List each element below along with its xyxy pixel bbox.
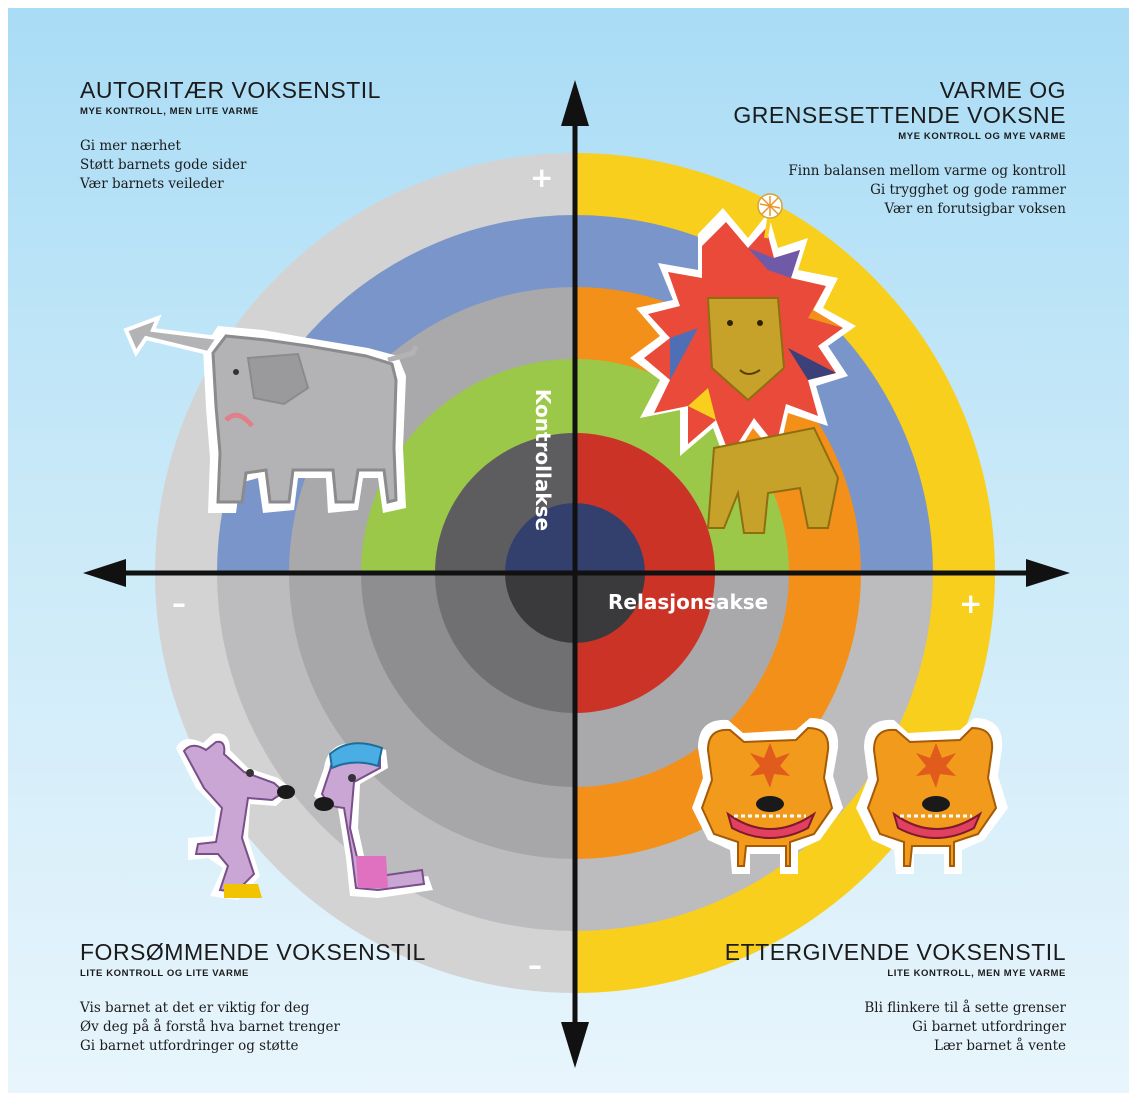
tip-item: Vær en forutsigbar voksen <box>884 201 1067 217</box>
parenting-style-diagram <box>83 80 1070 1068</box>
tip-item: Gi mer nærhet <box>80 138 181 154</box>
minus-sign-bottom: – <box>528 949 542 982</box>
quadrant-title-line2: GRENSESETTENDE VOKSNE <box>733 102 1066 128</box>
tip-item: Vær barnets veileder <box>80 176 224 192</box>
quadrant-title: ETTERGIVENDE VOKSENSTIL <box>724 939 1066 965</box>
quadrant-neglectful: FORSØMMENDE VOKSENSTIL LITE KONTROLL OG … <box>80 940 426 1056</box>
elephant-illustration <box>123 314 419 513</box>
plus-sign-right: + <box>959 587 983 620</box>
vertical-axis-label: Kontrollakse <box>531 388 555 532</box>
tip-item: Lær barnet å vente <box>933 1038 1066 1054</box>
tip-item: Gi trygghet og gode rammer <box>870 182 1066 198</box>
vertical-axis-arrow-up <box>561 80 589 126</box>
quadrant-subtitle: MYE KONTROLL, MEN LITE VARME <box>80 106 259 117</box>
lion-illustration <box>630 193 856 534</box>
minus-sign-left: – <box>172 587 186 620</box>
quadrant-title: AUTORITÆR VOKSENSTIL <box>80 77 381 103</box>
plus-sign-top: + <box>530 161 554 194</box>
quadrant-subtitle: LITE KONTROLL OG LITE VARME <box>80 968 249 979</box>
quadrant-warm-boundary: VARME OG GRENSESETTENDE VOKSNE MYE KONTR… <box>666 78 1066 219</box>
quadrant-subtitle: LITE KONTROLL, MEN MYE VARME <box>887 968 1066 979</box>
tips-list: Gi mer nærhet Støtt barnets gode sider V… <box>80 137 381 194</box>
bears-illustration <box>692 718 1008 874</box>
tips-list: Bli flinkere til å sette grenser Gi barn… <box>646 999 1066 1056</box>
quadrant-title: FORSØMMENDE VOKSENSTIL <box>80 939 426 965</box>
tips-list: Vis barnet at det er viktig for deg Øv d… <box>80 999 426 1056</box>
ring-top-right-5 <box>575 503 645 573</box>
quadrant-permissive: ETTERGIVENDE VOKSENSTIL LITE KONTROLL, M… <box>646 940 1066 1056</box>
tip-item: Øv deg på å forstå hva barnet trenger <box>80 1019 340 1035</box>
ring-bottom-right-5 <box>575 573 645 643</box>
quadrant-subtitle: MYE KONTROLL OG MYE VARME <box>898 131 1066 142</box>
vertical-axis-arrow-down <box>561 1022 589 1068</box>
tips-list: Finn balansen mellom varme og kontroll G… <box>666 162 1066 219</box>
tip-item: Gi barnet utfordringer <box>912 1019 1066 1035</box>
quadrant-authoritarian: AUTORITÆR VOKSENSTIL MYE KONTROLL, MEN L… <box>80 78 381 194</box>
diagram-frame: Kontrollakse Relasjonsakse + – – + AUTOR… <box>8 8 1129 1093</box>
tip-item: Finn balansen mellom varme og kontroll <box>788 163 1066 179</box>
tip-item: Støtt barnets gode sider <box>80 157 247 173</box>
tip-item: Vis barnet at det er viktig for deg <box>80 1000 310 1016</box>
ring-bottom-left-5 <box>505 573 575 643</box>
tip-item: Bli flinkere til å sette grenser <box>864 1000 1066 1016</box>
ring-top-left-5 <box>505 503 575 573</box>
quadrant-title-line1: VARME OG <box>939 77 1066 103</box>
horizontal-axis-arrow-left <box>83 559 126 587</box>
horizontal-axis-label: Relasjonsakse <box>608 590 769 614</box>
horizontal-axis-arrow-right <box>1026 559 1070 587</box>
tip-item: Gi barnet utfordringer og støtte <box>80 1038 299 1054</box>
axes <box>83 80 1070 1068</box>
mice-illustration <box>176 733 433 900</box>
